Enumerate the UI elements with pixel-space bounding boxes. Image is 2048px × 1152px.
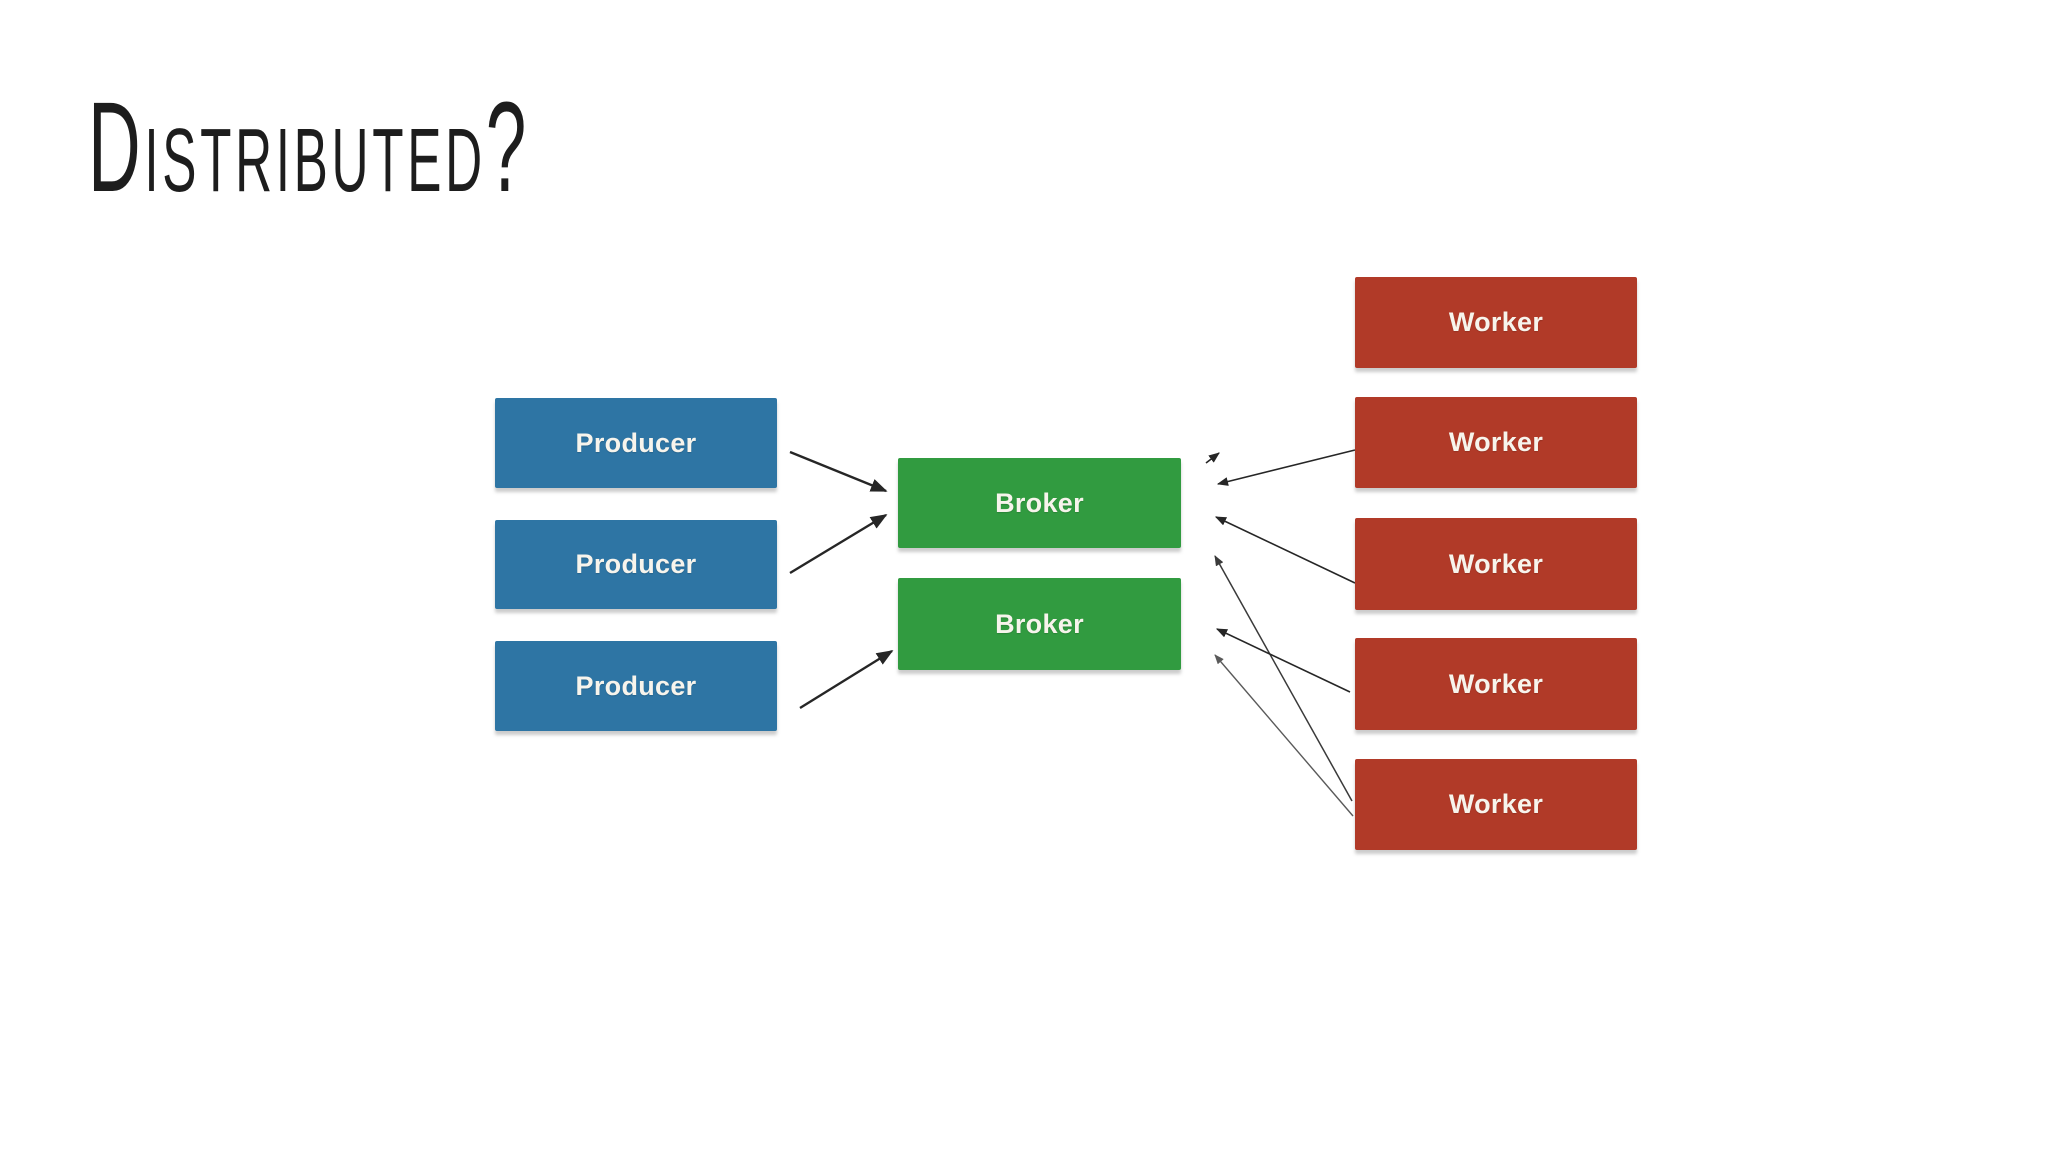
node-worker-2: Worker (1355, 397, 1637, 488)
node-producer-3: Producer (495, 641, 777, 731)
node-broker-2: Broker (898, 578, 1181, 670)
worker-label: Worker (1448, 307, 1544, 337)
worker-label: Worker (1448, 668, 1544, 699)
node-worker-1: Worker (1355, 277, 1637, 368)
edge-worker-5-to-broker-1 (1214, 555, 1353, 802)
node-worker-5: Worker (1355, 759, 1637, 850)
node-worker-4: Worker (1355, 638, 1637, 730)
worker-label: Worker (1448, 789, 1544, 819)
edge-producer-2-to-broker-1 (789, 513, 888, 575)
broker-label: Broker (995, 487, 1084, 518)
node-worker-3: Worker (1355, 518, 1637, 610)
slide-title: Distributed? (88, 76, 531, 219)
producer-label: Producer (575, 427, 697, 458)
producer-label: Producer (575, 549, 697, 579)
edge-producer-1-to-broker-1 (789, 450, 888, 493)
worker-label: Worker (1448, 427, 1544, 457)
node-producer-1: Producer (495, 398, 777, 488)
node-producer-2: Producer (495, 520, 777, 609)
edge-worker-5-to-broker-2 (1214, 654, 1354, 817)
edge-producer-3-to-broker-2 (799, 649, 894, 710)
producer-label: Producer (575, 670, 697, 701)
edge-broker-1-to-worker-1 (1205, 452, 1220, 464)
node-broker-1: Broker (898, 458, 1181, 548)
edge-worker-3-to-broker-1 (1214, 516, 1356, 584)
edge-worker-2-to-broker-1 (1216, 449, 1356, 486)
broker-label: Broker (995, 608, 1084, 639)
edge-worker-4-to-broker-2 (1215, 628, 1351, 693)
worker-label: Worker (1448, 548, 1544, 579)
